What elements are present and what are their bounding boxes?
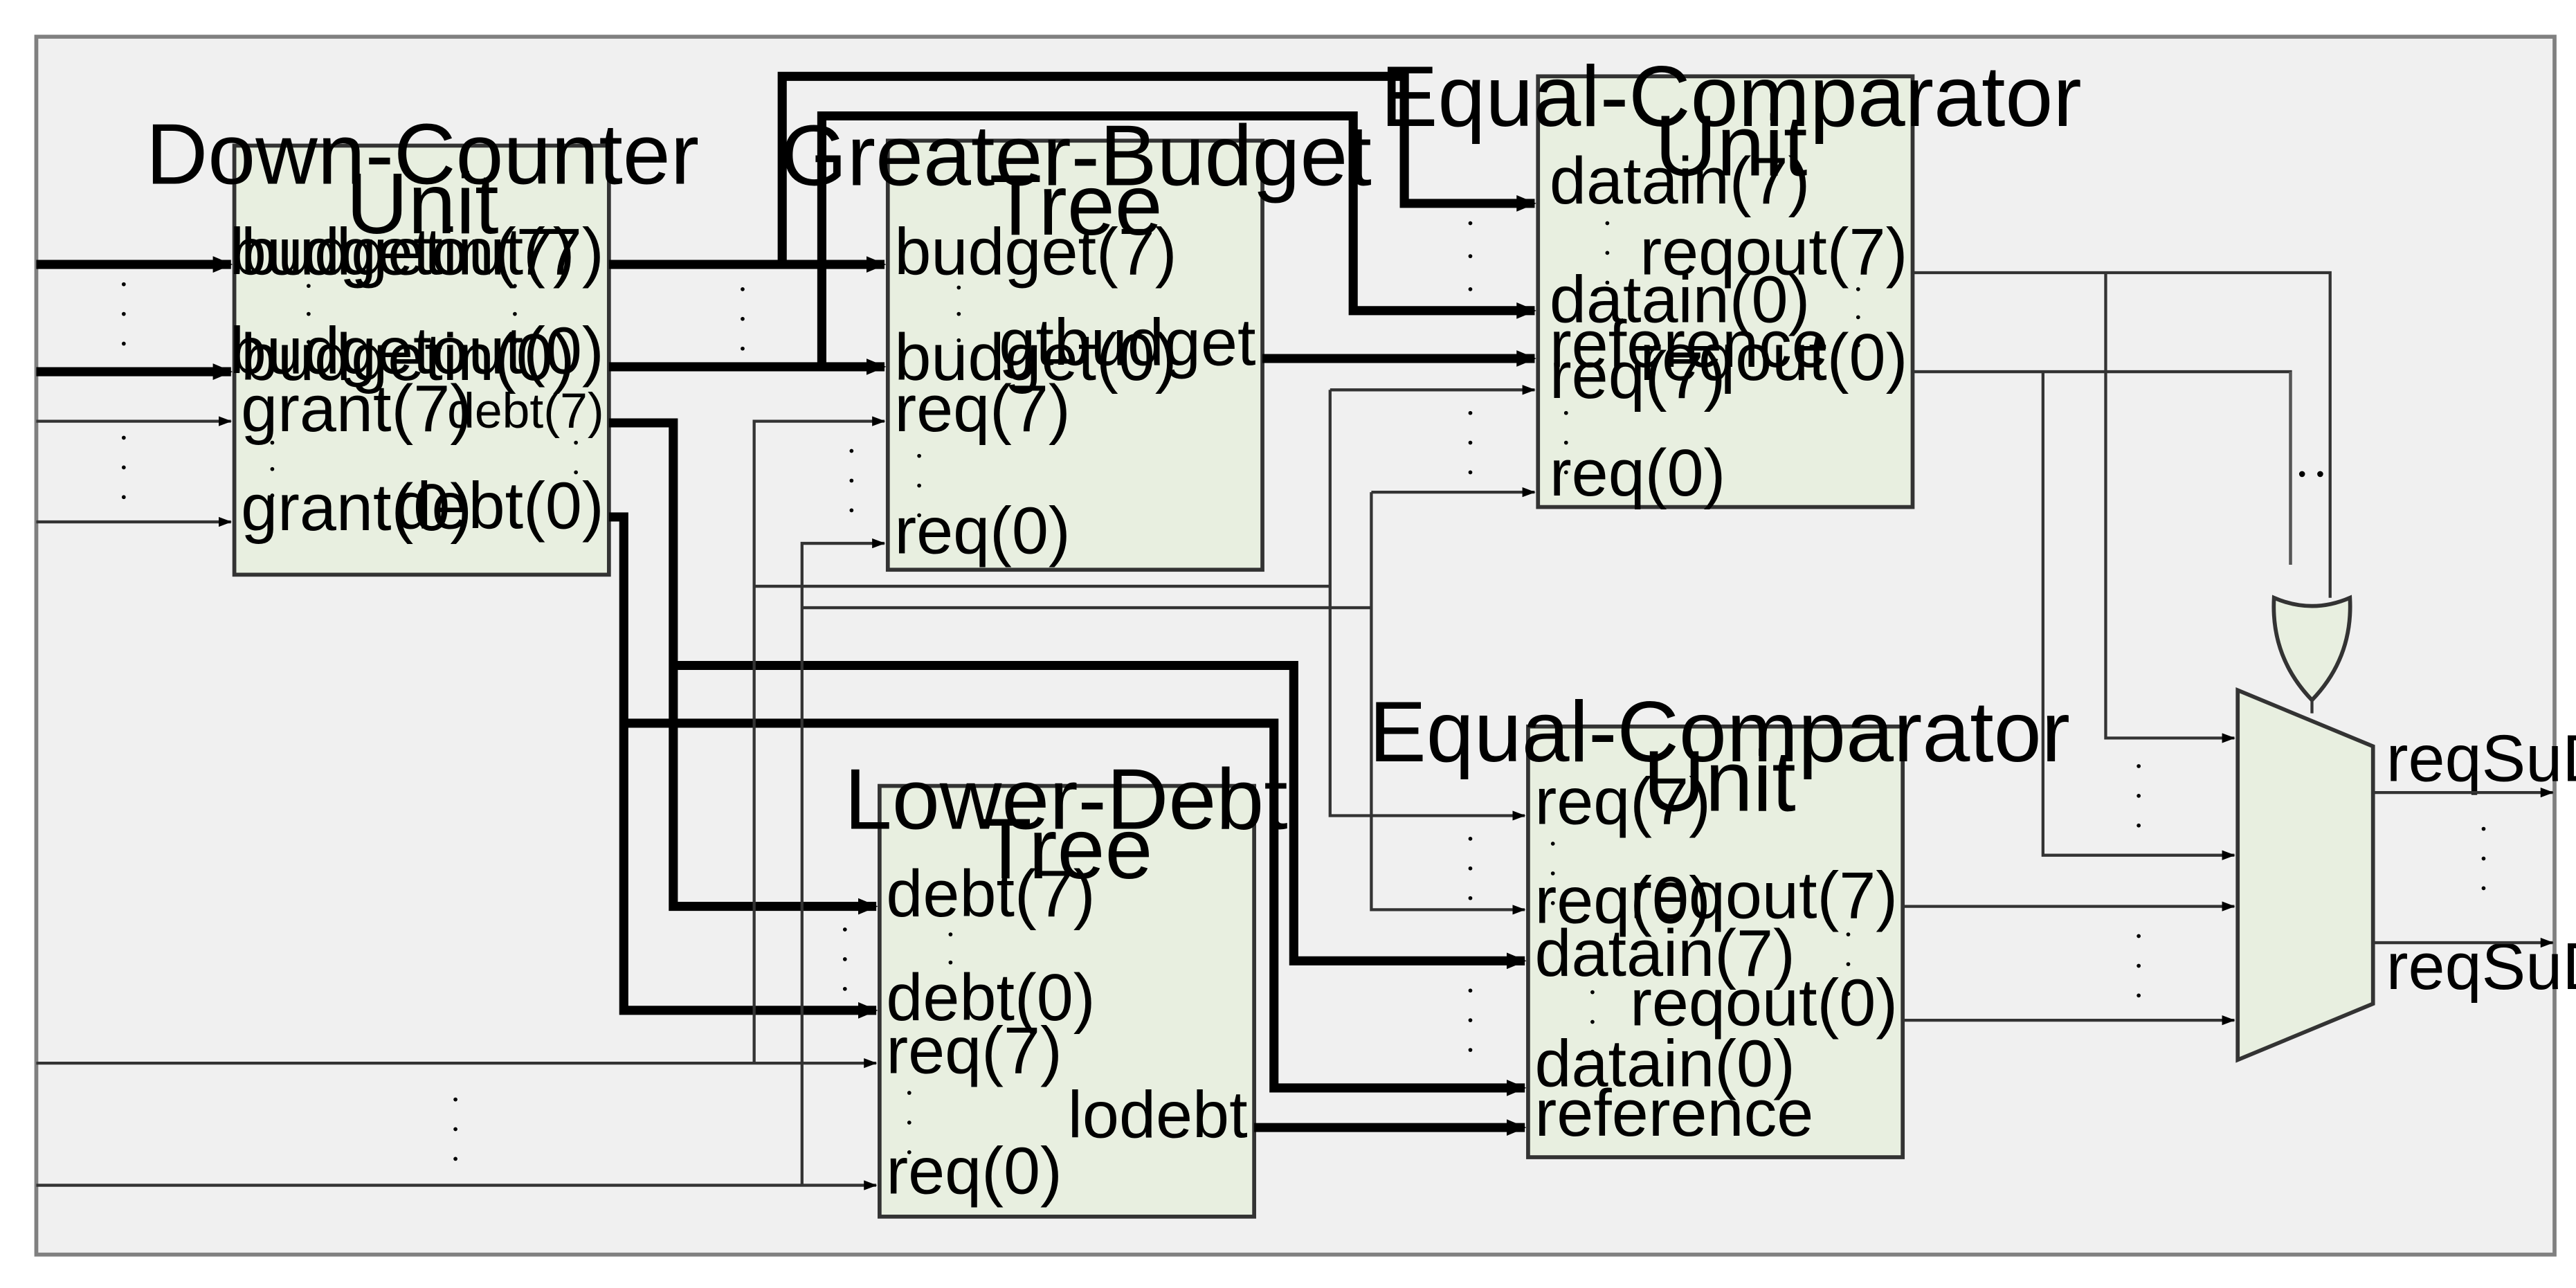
eq-comparator-top-title-2: Unit [1655,98,1807,194]
port-ld-req-0: req(0) [886,1134,1062,1208]
greater-budget-title-2: Tree [989,158,1162,253]
port-ld-req-7: req(7) [886,1014,1062,1087]
down-counter-title: Down-Counter [146,107,699,202]
port-budgetin-7: budgetin(7) [241,215,574,289]
eq-comparator-bottom-block [1526,724,1905,1159]
port-et-req-7: req(7) [1550,339,1725,412]
port-budgetout-0: budgetout(0) [230,314,604,388]
port-budget-0: budget(0) [894,321,1177,394]
port-debt-7: debt(7) [447,383,604,439]
greater-budget-title: Greater-Budget [780,109,1371,204]
port-et-datain-7: datain(7) [1550,145,1810,218]
port-ld-debt-0: debt(0) [886,961,1095,1035]
lower-debt-block [878,783,1256,1219]
eq-comparator-bottom-title-2: Unit [1643,734,1795,829]
port-budget-7: budget(7) [894,215,1177,289]
lower-debt-title: Lower-Debt [844,752,1288,848]
eq-comparator-top-title: Equal-Comparator [1381,49,2082,145]
port-eb-reference: reference [1534,1077,1813,1150]
down-counter-title-2: Unit [346,156,498,252]
eq-comparator-top-block [1536,74,1915,509]
port-et-req-0: req(0) [1550,437,1725,510]
port-et-reference: reference [1550,308,1829,381]
port-eb-reqout-7: reqout(7) [1630,859,1898,932]
port-eb-req-0: req(0) [1534,864,1710,937]
port-gb-req-7: req(7) [894,372,1070,446]
port-ld-debt-7: debt(7) [886,858,1095,931]
multiplexer [2235,687,2375,1063]
ellipsis-dots [121,221,2486,1161]
port-lodebt: lodebt [1068,1078,1248,1152]
port-debt-0: debt(0) [395,470,604,543]
port-grant-7: grant(7) [241,372,472,446]
signal-wires [36,271,2554,1190]
greater-budget-block [885,138,1264,572]
eq-comparator-bottom-title: Equal-Comparator [1369,684,2070,780]
port-eb-req-7: req(7) [1534,765,1710,838]
lower-debt-title-2: Tree [979,801,1152,897]
port-eb-datain-0: datain(0) [1534,1028,1795,1101]
port-et-reqout-0: reqout(0) [1640,321,1907,394]
port-eb-datain-7: datain(7) [1534,917,1795,990]
down-counter-block [232,143,611,577]
port-et-datain-0: datain(0) [1550,264,1810,337]
port-gb-req-0: req(0) [894,494,1070,568]
or-gate [2271,595,2352,703]
port-budgetin-0: budgetin(0) [241,321,574,394]
port-budgetout-7: budgetout(7) [230,215,604,289]
port-et-reqout-7: reqout(7) [1640,215,1907,289]
port-grant-0: grant(0) [241,471,472,545]
bus-wires [36,71,1536,1136]
output-reqsudo-0: reqSuDO(0) [2386,930,2576,1004]
port-eb-reqout-0: reqout(0) [1630,966,1898,1040]
output-reqsudo-7: reqSuDO(7) [2386,722,2576,795]
port-gtbudget: gtbudget [999,307,1255,380]
